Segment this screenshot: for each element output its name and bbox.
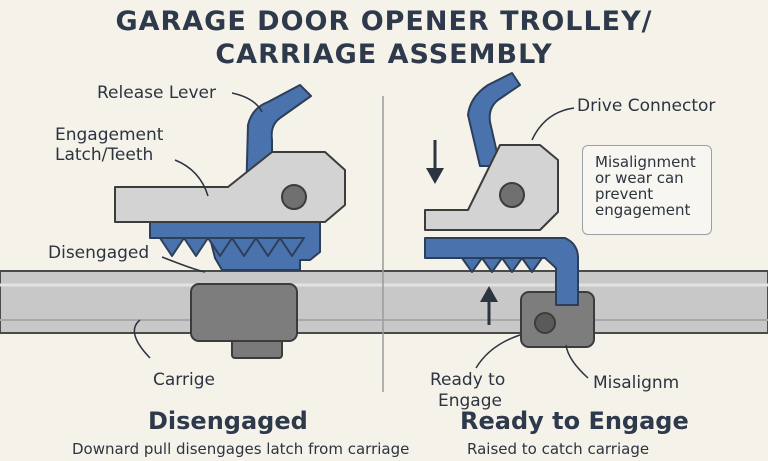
right-leader-lines bbox=[475, 107, 589, 379]
right-panel-caption: Raised to catch carriage bbox=[467, 440, 650, 458]
note-line: engagement bbox=[595, 201, 691, 219]
down-arrow-icon bbox=[426, 140, 444, 184]
left-panel-caption: Downard pull disengages latch from carri… bbox=[72, 440, 410, 458]
right-drive-connector bbox=[424, 144, 559, 231]
engagement-latch-label-2: Latch/Teeth bbox=[55, 145, 154, 165]
left-drive-connector bbox=[114, 151, 346, 223]
rail bbox=[0, 270, 768, 334]
misalignm-label: Misalignm bbox=[593, 373, 680, 393]
misalignment-note-box: Misalignment or wear can prevent engagem… bbox=[582, 145, 712, 235]
note-line: or wear can bbox=[595, 169, 684, 187]
up-arrow-icon bbox=[480, 286, 498, 325]
carrige-label: Carrige bbox=[153, 370, 215, 390]
right-release-lever bbox=[467, 72, 521, 167]
note-line: Misalignment bbox=[595, 153, 696, 171]
right-panel-heading: Ready to Engage bbox=[460, 407, 689, 435]
drive-connector-label: Drive Connector bbox=[577, 96, 716, 116]
release-lever-label: Release Lever bbox=[97, 83, 216, 103]
note-line: prevent bbox=[595, 185, 654, 203]
right-engagement-latch bbox=[424, 237, 579, 306]
left-panel-heading: Disengaged bbox=[148, 407, 308, 435]
ready-to-engage-label-2: Engage bbox=[438, 391, 502, 411]
title-line-2: CARRIAGE ASSEMBLY bbox=[215, 39, 553, 70]
title-line-1: GARAGE DOOR OPENER TROLLEY/ bbox=[115, 6, 653, 37]
ready-to-engage-label-1: Ready to bbox=[430, 370, 506, 390]
engagement-latch-label-1: Engagement bbox=[55, 125, 164, 145]
left-carriage-block bbox=[190, 283, 298, 359]
left-leader-lines bbox=[133, 92, 263, 359]
disengaged-callout-label: Disengaged bbox=[48, 243, 150, 263]
left-engagement-latch bbox=[149, 210, 321, 271]
